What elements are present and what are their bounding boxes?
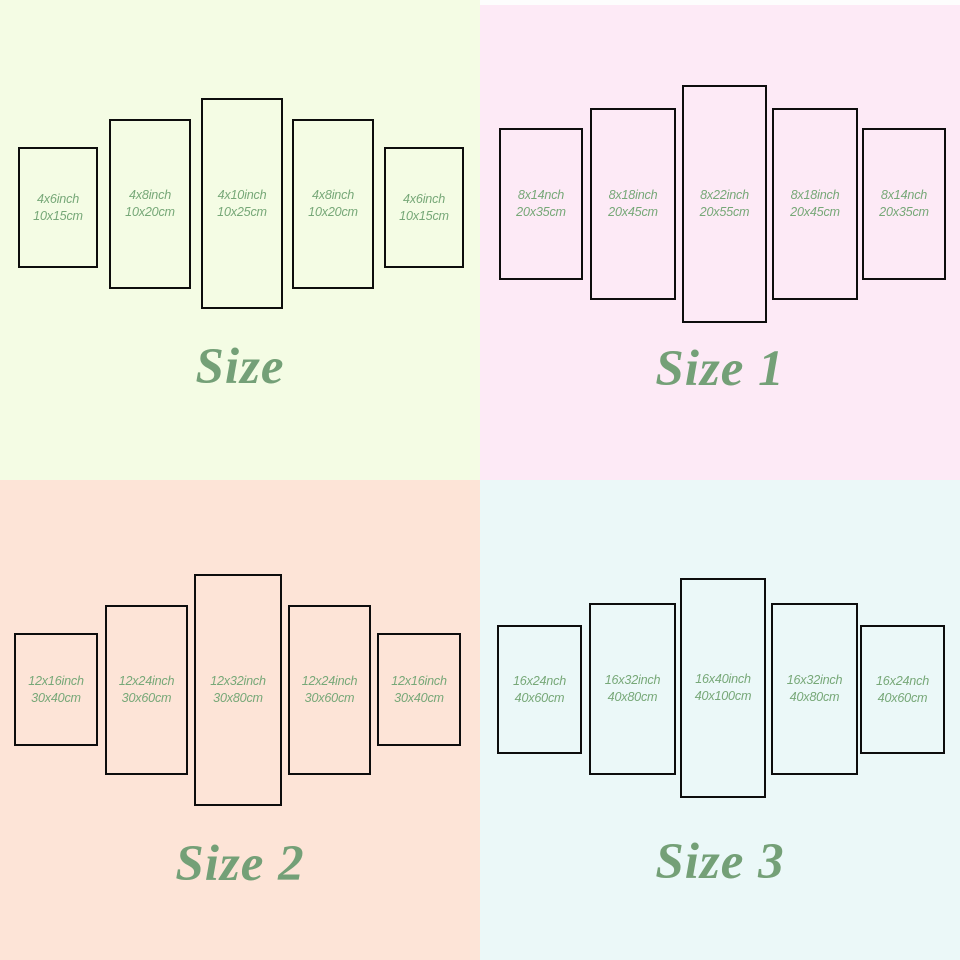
size-quadrant-size-2: 12x16inch 30x40cm 12x24inch 30x60cm 12x3… — [0, 480, 480, 960]
panel-label-cm: 30x40cm — [31, 690, 81, 705]
panel-label-inch: 4x8inch — [311, 188, 354, 202]
panel-label-inch: 8x18inch — [608, 188, 658, 202]
canvas-panel[interactable]: 4x6inch 10x15cm — [18, 147, 98, 268]
panel-label-cm: 10x20cm — [125, 205, 175, 219]
panel-label-inch: 4x8inch — [128, 188, 171, 202]
canvas-panel[interactable]: 12x16inch 30x40cm — [377, 633, 461, 746]
panel-group-size: 4x6inch 10x15cm 4x8inch 10x20cm 4x10inch… — [0, 0, 480, 480]
panel-label-inch: 12x16inch — [28, 673, 84, 688]
panel-label-cm: 40x60cm — [514, 690, 565, 705]
canvas-panel[interactable]: 16x32inch 40x80cm — [589, 603, 676, 775]
panel-label-inch: 8x22inch — [700, 188, 749, 202]
panel-label-inch: 16x32inch — [786, 673, 843, 687]
panel-label-cm: 30x60cm — [304, 691, 355, 705]
panel-label-cm: 30x60cm — [121, 691, 172, 705]
canvas-panel[interactable]: 12x24inch 30x60cm — [105, 605, 188, 775]
canvas-panel[interactable]: 8x18inch 20x45cm — [772, 108, 858, 300]
canvas-panel[interactable]: 4x8inch 10x20cm — [109, 119, 191, 289]
panel-label-inch: 4x6inch — [402, 191, 445, 206]
panel-label-cm: 30x40cm — [394, 690, 444, 705]
canvas-panel[interactable]: 12x32inch 30x80cm — [194, 574, 282, 806]
panel-label-cm: 20x45cm — [790, 205, 840, 219]
panel-label-inch: 16x24nch — [512, 673, 567, 688]
panel-label-inch: 12x16inch — [391, 673, 447, 688]
panel-label-cm: 20x45cm — [608, 205, 658, 219]
panel-label-cm: 40x80cm — [789, 690, 840, 704]
size-quadrant-size-1: 8x14nch 20x35cm 8x18inch 20x45cm 8x22inc… — [480, 0, 960, 480]
canvas-panel[interactable]: 12x24inch 30x60cm — [288, 605, 371, 775]
panel-label-inch: 12x32inch — [210, 674, 266, 688]
canvas-panel[interactable]: 8x22inch 20x55cm — [682, 85, 767, 323]
canvas-panel[interactable]: 4x10inch 10x25cm — [201, 98, 283, 309]
panel-label-cm: 40x100cm — [694, 689, 752, 703]
canvas-panel[interactable]: 16x40inch 40x100cm — [680, 578, 766, 798]
panel-label-cm: 20x35cm — [879, 205, 929, 219]
quadrant-title: Size 3 — [655, 834, 785, 890]
panel-label-inch: 8x14nch — [517, 188, 565, 202]
panel-label-cm: 10x15cm — [399, 208, 449, 223]
canvas-panel[interactable]: 16x24nch 40x60cm — [497, 625, 582, 754]
quadrant-title: Size — [195, 339, 285, 395]
panel-label-inch: 4x10inch — [217, 187, 267, 202]
panel-group-size-1: 8x14nch 20x35cm 8x18inch 20x45cm 8x22inc… — [480, 0, 960, 480]
quadrant-title: Size 1 — [655, 341, 785, 397]
panel-label-cm: 10x20cm — [308, 205, 358, 219]
panel-label-inch: 8x14nch — [880, 188, 928, 202]
quadrant-title: Size 2 — [175, 836, 305, 892]
canvas-panel[interactable]: 8x14nch 20x35cm — [499, 128, 583, 280]
panel-label-inch: 16x40inch — [695, 672, 751, 686]
canvas-panel[interactable]: 4x8inch 10x20cm — [292, 119, 374, 289]
canvas-panel[interactable]: 8x18inch 20x45cm — [590, 108, 676, 300]
panel-label-inch: 12x24inch — [118, 674, 175, 688]
canvas-panel[interactable]: 4x6inch 10x15cm — [384, 147, 464, 268]
canvas-panel[interactable]: 16x24nch 40x60cm — [860, 625, 945, 754]
panel-label-cm: 20x35cm — [516, 205, 566, 219]
panel-label-inch: 12x24inch — [301, 674, 358, 688]
panel-label-inch: 4x6inch — [36, 191, 79, 206]
panel-label-cm: 40x80cm — [607, 690, 658, 704]
canvas-panel[interactable]: 16x32inch 40x80cm — [771, 603, 858, 775]
size-quadrant-size: 4x6inch 10x15cm 4x8inch 10x20cm 4x10inch… — [0, 0, 480, 480]
panel-label-cm: 30x80cm — [213, 691, 263, 705]
size-quadrant-size-3: 16x24nch 40x60cm 16x32inch 40x80cm 16x40… — [480, 480, 960, 960]
panel-label-cm: 20x55cm — [699, 205, 750, 219]
canvas-panel[interactable]: 8x14nch 20x35cm — [862, 128, 946, 280]
panel-label-cm: 40x60cm — [877, 690, 928, 705]
canvas-panel[interactable]: 12x16inch 30x40cm — [14, 633, 98, 746]
panel-label-inch: 8x18inch — [790, 188, 840, 202]
panel-label-cm: 10x25cm — [217, 204, 267, 219]
panel-label-inch: 16x32inch — [604, 673, 661, 687]
panel-label-inch: 16x24nch — [875, 673, 930, 688]
panel-label-cm: 10x15cm — [33, 208, 83, 223]
